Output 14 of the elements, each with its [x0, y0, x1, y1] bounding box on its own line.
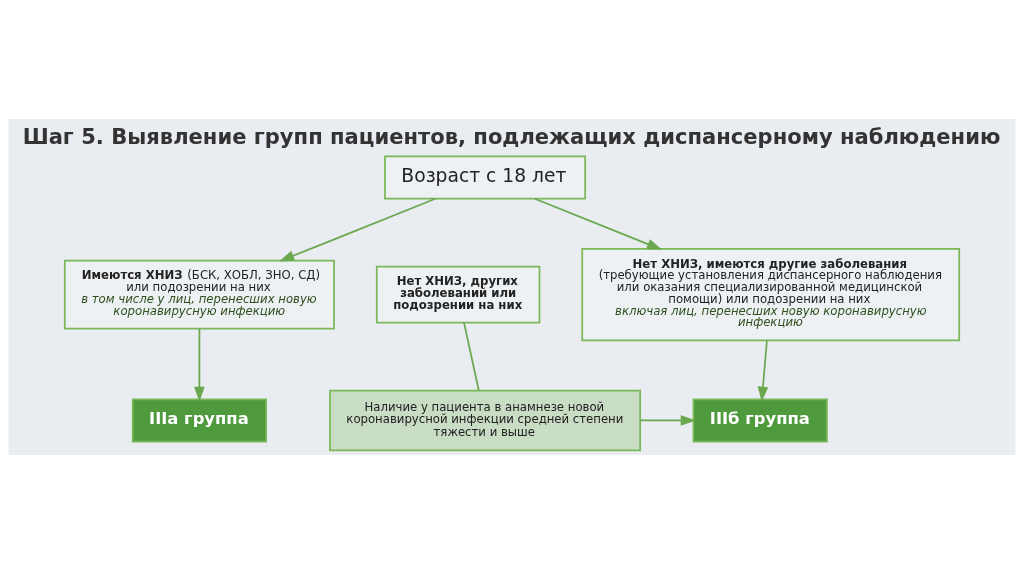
node-box: Нет ХНИЗ, других заболеваний или подозрении на них [375, 265, 541, 324]
node-box: IIIб группа [692, 398, 828, 443]
node-box: Нет ХНИЗ, имеются другие заболевания (требующие установления диспансерного наблюдения или оказания специализированной медицинской помощи) или подозрении на них включая лиц, перенесших новую коронавирусную инфекцию [581, 248, 961, 342]
arrow [533, 197, 663, 250]
diagram-title: Шаг 5. Выявление групп пациентов, подлежащих диспансерному наблюдению [22, 124, 1001, 150]
node-box: Имеются ХНИЗ (БСК, ХОБЛ, ЗНО, СД) или подозрении на них в том числе у лиц, перенесших новую коронавирусную инфекцию [63, 259, 335, 330]
node-box: Возраст с 18 лет [384, 155, 587, 200]
arrow [639, 415, 696, 426]
arrow [194, 328, 205, 402]
node-box: IIIа группа [131, 398, 268, 443]
node-box: Наличие у пациента в анамнезе новой коронавирусной инфекции средней степени тяжести и выше [329, 389, 642, 452]
arrow [279, 197, 437, 262]
connector [463, 322, 480, 392]
arrow [757, 339, 769, 402]
